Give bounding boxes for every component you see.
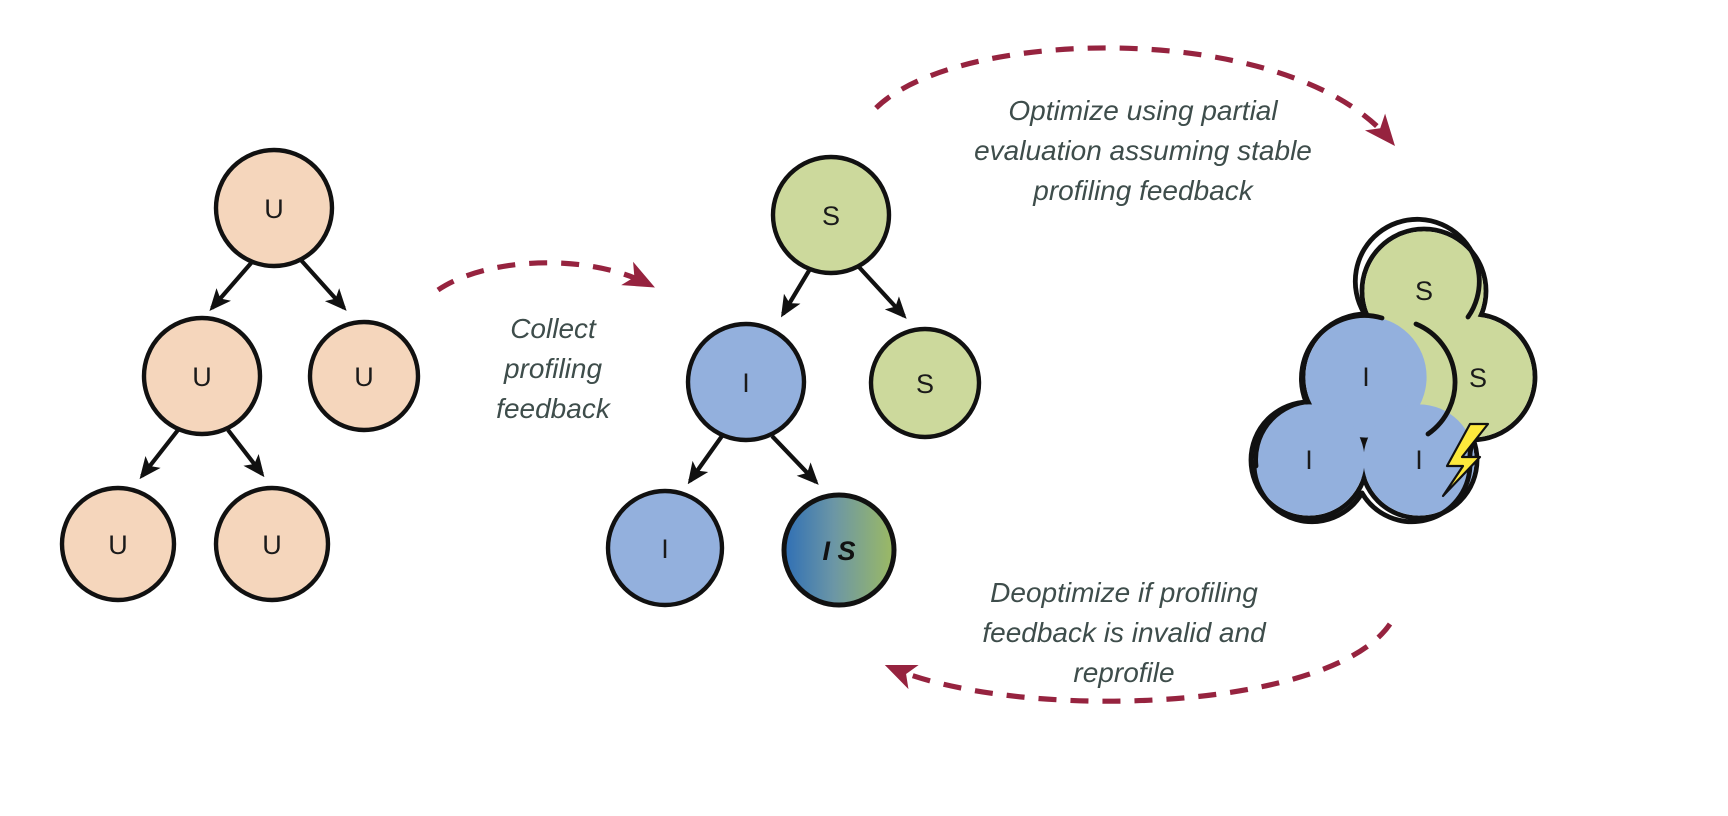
cluster-label-int-right: I	[1415, 445, 1423, 475]
flow-arrows	[436, 45, 1396, 704]
caption-line: profiling feedback	[1032, 175, 1254, 206]
middle-tree-nodes: S I S I I S	[605, 154, 982, 608]
node-mixed-int-stable[interactable]: I S	[781, 492, 897, 608]
node-unknown-left[interactable]: U	[141, 315, 263, 437]
node-unknown-root[interactable]: U	[213, 147, 335, 269]
node-unknown-leftleft[interactable]: U	[59, 485, 177, 603]
cluster-node-int-left[interactable]	[1253, 404, 1365, 516]
node-label: U	[354, 362, 374, 392]
node-label: U	[192, 362, 212, 392]
node-label: I	[661, 534, 669, 564]
node-label: S	[822, 201, 840, 231]
cluster-label-stable-top: S	[1415, 276, 1433, 306]
cluster-boundary-arcs	[1251, 216, 1482, 525]
caption-collect: Collect profiling feedback	[496, 313, 612, 424]
caption-line: Collect	[510, 313, 597, 344]
node-label: I S	[822, 536, 855, 566]
node-label: U	[262, 530, 282, 560]
arrow-collect	[436, 260, 655, 293]
node-label: U	[264, 194, 284, 224]
left-tree-nodes: U U U U U	[59, 147, 421, 603]
cluster-node-int-mid[interactable]	[1305, 316, 1427, 438]
arrow-optimize	[874, 45, 1396, 146]
caption-line: feedback	[496, 393, 612, 424]
cluster-node-stable-top[interactable]	[1364, 231, 1484, 351]
right-cluster: S S I I I	[1248, 216, 1538, 525]
node-unknown-right[interactable]: U	[307, 319, 421, 433]
deopt-lightning-bolt[interactable]	[1441, 422, 1490, 498]
caption-line: reprofile	[1073, 657, 1174, 688]
caption-line: feedback is invalid and	[982, 617, 1267, 648]
caption-line: Optimize using partial	[1008, 95, 1278, 126]
node-label: U	[108, 530, 128, 560]
node-label: I	[742, 368, 750, 398]
node-stable-right[interactable]: S	[868, 326, 982, 440]
caption-line: profiling	[503, 353, 602, 384]
arrow-deoptimize	[884, 622, 1393, 704]
caption-line: Deoptimize if profiling	[990, 577, 1258, 608]
node-int-left[interactable]: I	[685, 321, 807, 443]
cluster-label-int-mid: I	[1362, 362, 1370, 392]
cluster-label-int-left: I	[1305, 445, 1313, 475]
node-stable-root[interactable]: S	[770, 154, 892, 276]
middle-tree-edges	[687, 264, 907, 485]
left-tree-edges	[139, 257, 347, 480]
cluster-node-int-right[interactable]	[1363, 404, 1475, 516]
node-int-leftleft[interactable]: I	[605, 488, 725, 608]
cluster-fills	[1253, 231, 1533, 516]
node-label: S	[916, 369, 934, 399]
caption-optimize: Optimize using partial evaluation assumi…	[974, 95, 1312, 206]
node-unknown-leftright[interactable]: U	[213, 485, 331, 603]
caption-deoptimize: Deoptimize if profiling feedback is inva…	[982, 577, 1267, 688]
cluster-label-stable-right: S	[1469, 363, 1487, 393]
caption-line: evaluation assuming stable	[974, 135, 1312, 166]
